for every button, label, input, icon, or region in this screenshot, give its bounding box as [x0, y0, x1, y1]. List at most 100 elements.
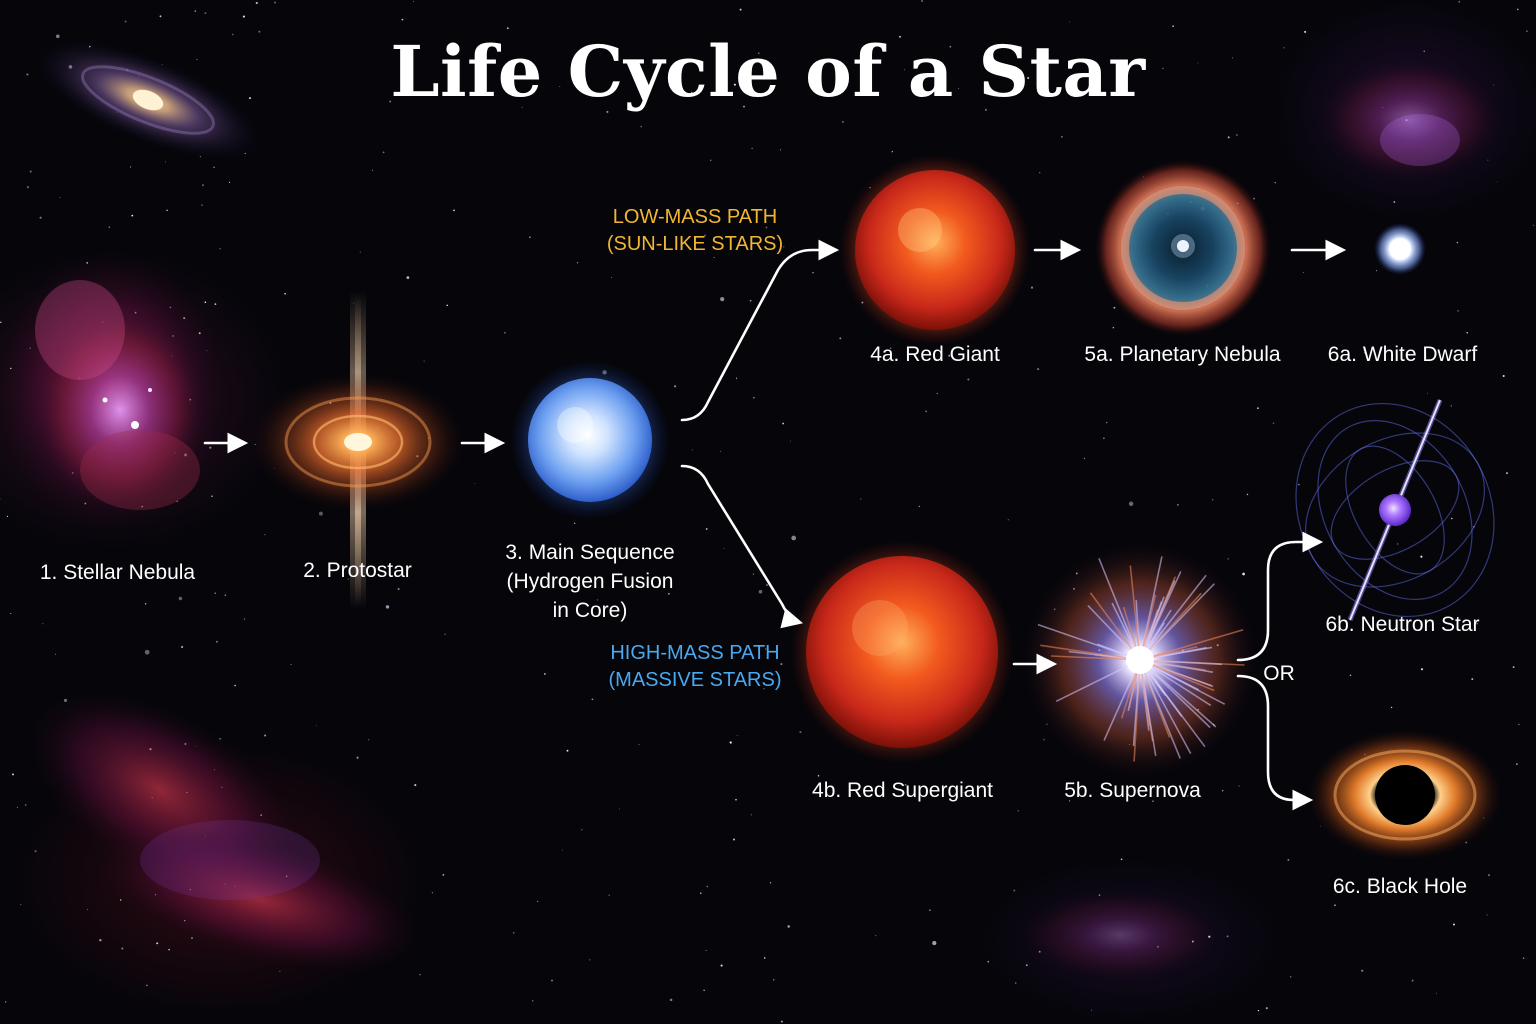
background-star — [181, 646, 183, 648]
background-star — [475, 483, 476, 484]
background-star — [921, 0, 923, 2]
background-star — [27, 186, 29, 188]
background-star — [204, 12, 206, 14]
background-star — [787, 925, 789, 927]
background-star — [544, 673, 546, 675]
background-star — [1121, 859, 1123, 861]
background-star — [780, 149, 781, 150]
background-star — [1391, 707, 1392, 708]
background-star — [1397, 543, 1398, 544]
background-star — [166, 209, 168, 211]
background-star — [1453, 924, 1455, 926]
background-star — [1393, 201, 1395, 203]
background-star — [0, 322, 1, 323]
background-star — [987, 961, 989, 963]
background-star — [0, 499, 1, 500]
background-star — [567, 750, 569, 752]
background-star — [589, 959, 591, 961]
label-main-sequence-line-2: (Hydrogen Fusion — [485, 567, 695, 596]
background-star — [592, 698, 594, 700]
background-star — [1516, 763, 1518, 765]
planetary-nebula-illustration — [1095, 160, 1271, 336]
background-star — [737, 735, 738, 736]
background-star — [215, 303, 217, 305]
background-star — [202, 184, 204, 186]
background-star — [99, 939, 101, 941]
high-mass-path-label: HIGH-MASS PATH (MASSIVE STARS) — [595, 640, 795, 694]
background-star — [1471, 678, 1473, 680]
background-star — [59, 197, 60, 198]
background-star — [419, 974, 420, 975]
background-star — [383, 152, 385, 154]
background-star — [10, 613, 11, 614]
background-star — [211, 495, 212, 496]
background-star — [360, 252, 361, 253]
background-star — [791, 536, 796, 541]
background-star — [1503, 375, 1505, 377]
background-star — [225, 594, 227, 596]
background-star — [256, 2, 258, 4]
background-star — [179, 597, 182, 600]
background-star — [638, 744, 639, 745]
background-star — [1247, 494, 1248, 495]
background-star — [1457, 242, 1459, 244]
background-star — [700, 892, 701, 893]
background-star — [706, 528, 708, 530]
background-star — [735, 799, 737, 801]
background-star — [1273, 422, 1275, 424]
background-star — [319, 512, 323, 516]
background-star — [1257, 407, 1259, 409]
background-star — [551, 980, 553, 982]
background-star — [860, 498, 861, 499]
background-star — [1061, 136, 1063, 138]
background-star — [1026, 964, 1028, 966]
background-star — [733, 838, 735, 840]
background-star — [1228, 558, 1229, 559]
background-star — [165, 161, 166, 162]
label-supernova: 5b. Supernova — [1055, 776, 1210, 805]
background-star — [706, 950, 707, 951]
background-star — [42, 623, 43, 624]
label-main-sequence-line-3: in Core) — [485, 596, 695, 625]
background-star — [1517, 9, 1519, 11]
background-star — [244, 618, 246, 620]
background-star — [782, 423, 784, 425]
red-supergiant-illustration — [790, 540, 1014, 764]
background-star — [1222, 790, 1223, 791]
background-star — [1451, 405, 1452, 406]
background-star — [608, 895, 610, 897]
background-star — [1242, 573, 1245, 576]
background-star — [5, 1001, 6, 1002]
background-star — [316, 725, 317, 726]
nebula-decoration-bottom-middle — [1020, 890, 1220, 980]
background-star — [1487, 160, 1488, 161]
background-star — [1459, 1, 1460, 2]
background-star — [215, 593, 216, 594]
background-star — [1084, 458, 1085, 459]
label-black-hole: 6c. Black Hole — [1320, 872, 1480, 901]
background-star — [20, 904, 21, 905]
background-star — [35, 850, 37, 852]
label-stellar-nebula: 1. Stellar Nebula — [30, 558, 205, 587]
background-star — [398, 588, 400, 590]
background-star — [842, 121, 844, 123]
high-mass-path-line-2: (MASSIVE STARS) — [595, 667, 795, 694]
background-star — [234, 685, 236, 687]
background-star — [730, 741, 732, 743]
background-star — [537, 901, 538, 902]
low-mass-path-line-1: LOW-MASS PATH — [595, 204, 795, 231]
background-star — [773, 979, 774, 980]
background-star — [1497, 182, 1498, 183]
background-star — [216, 641, 218, 643]
arrow-main-sequence-to-red-supergiant — [682, 466, 798, 622]
background-star — [17, 807, 18, 808]
background-star — [87, 909, 88, 910]
main-sequence-star-illustration — [510, 360, 670, 520]
background-star — [413, 1, 414, 2]
nebula-decoration-bottom-left — [0, 646, 440, 1002]
or-branch-label: OR — [1262, 659, 1296, 688]
background-star — [453, 210, 455, 212]
background-star — [424, 361, 425, 362]
background-star — [764, 957, 765, 958]
